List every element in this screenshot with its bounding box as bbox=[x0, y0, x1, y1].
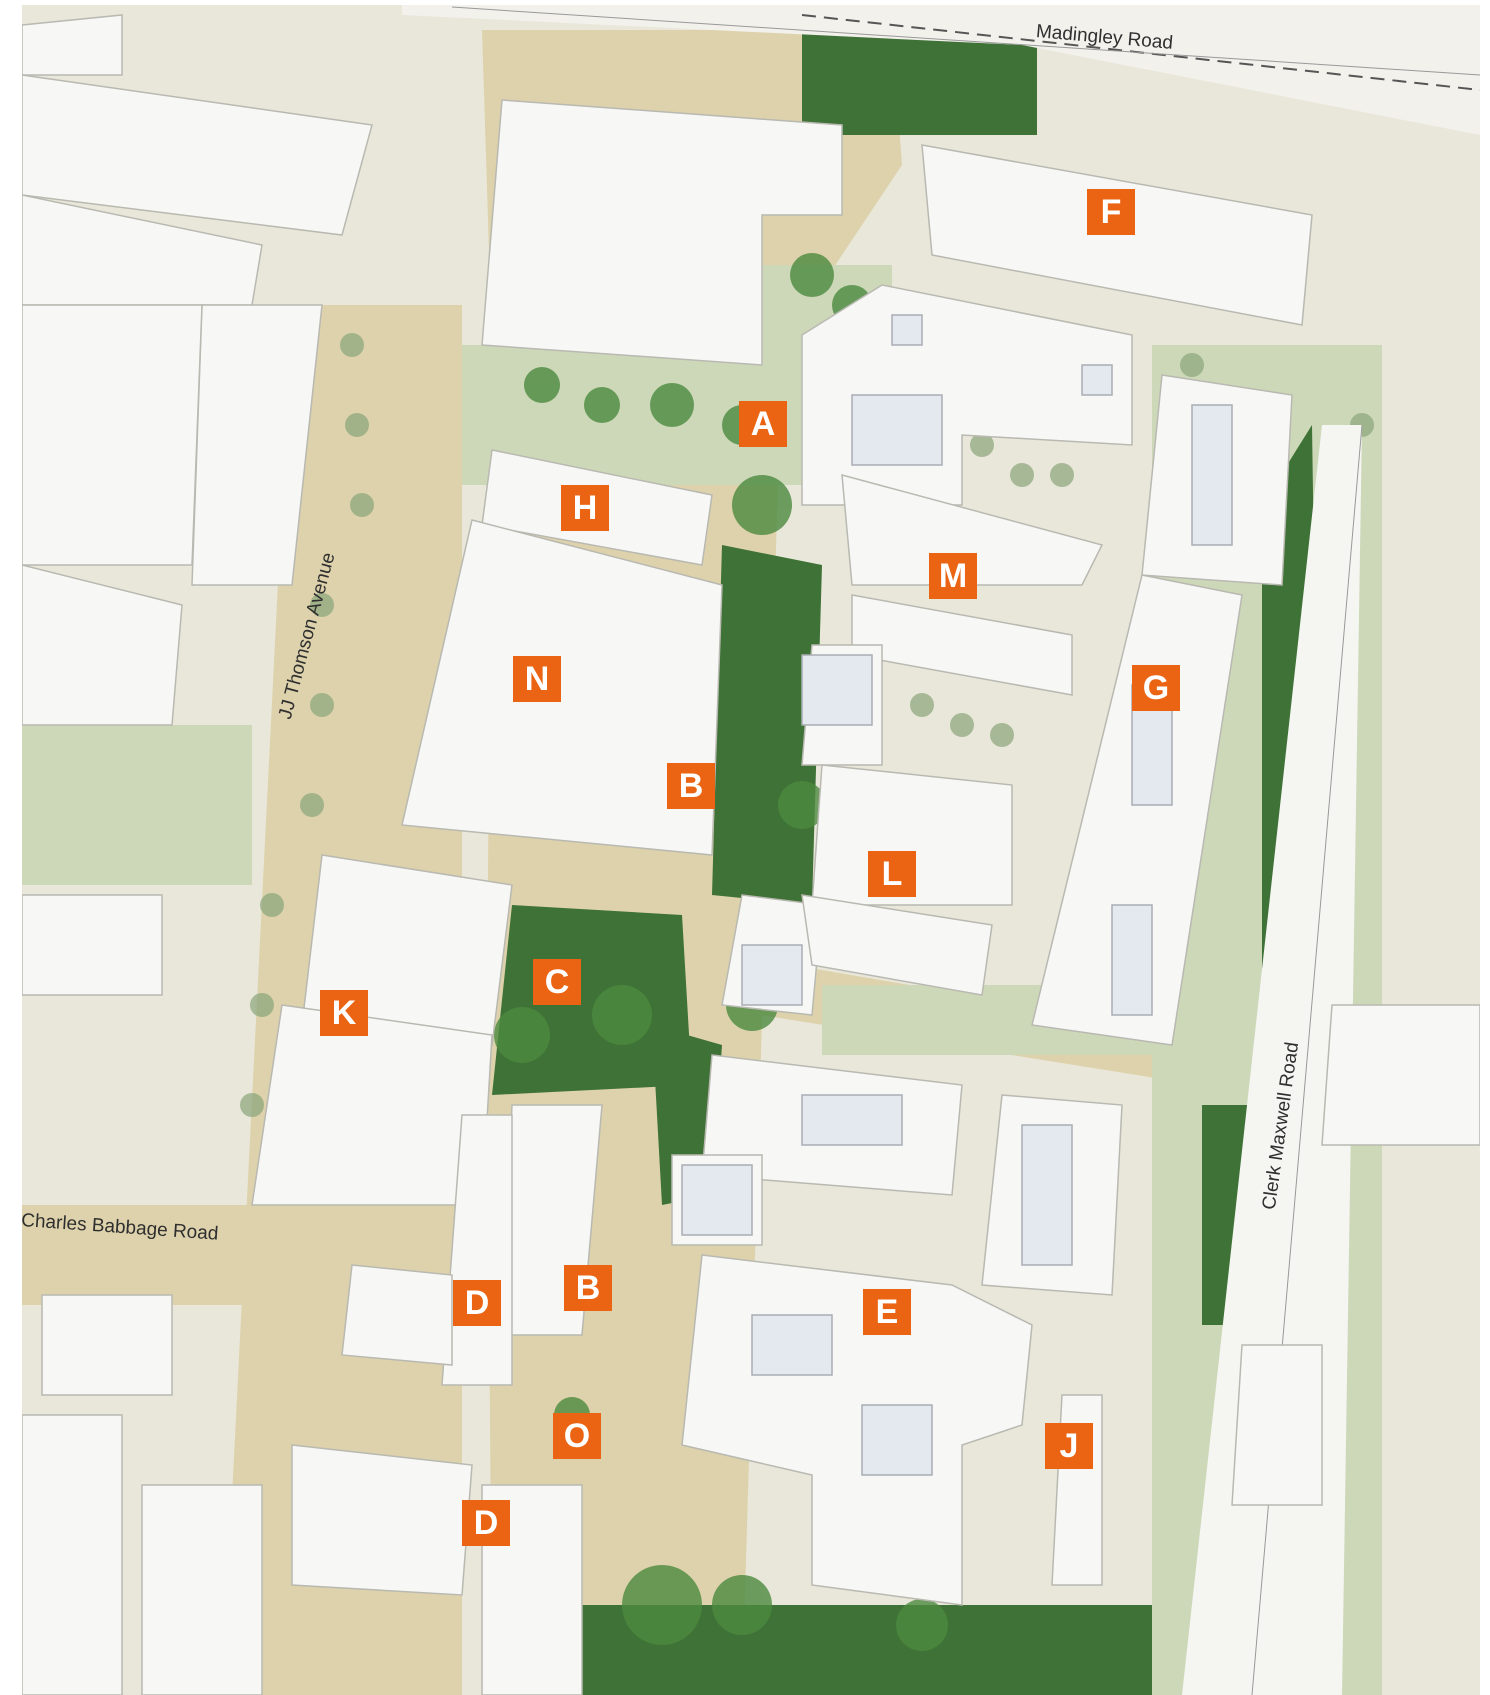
marker-m: M bbox=[929, 553, 977, 599]
marker-o: O bbox=[553, 1413, 601, 1459]
marker-d-north: D bbox=[453, 1280, 501, 1326]
marker-g: G bbox=[1132, 665, 1180, 711]
marker-h: H bbox=[561, 485, 609, 531]
site-map: Madingley Road JJ Thomson Avenue Charles… bbox=[22, 5, 1480, 1695]
marker-l: L bbox=[868, 851, 916, 897]
marker-k: K bbox=[320, 990, 368, 1036]
marker-j: J bbox=[1045, 1423, 1093, 1469]
courtyards bbox=[681, 314, 1233, 1476]
marker-c: C bbox=[533, 959, 581, 1005]
madingley-road-band bbox=[402, 5, 1480, 135]
marker-a: A bbox=[739, 401, 787, 447]
marker-n: N bbox=[513, 656, 561, 702]
marker-e: E bbox=[863, 1289, 911, 1335]
marker-d-south: D bbox=[462, 1500, 510, 1546]
marker-b-north: B bbox=[667, 763, 715, 809]
marker-b-south: B bbox=[564, 1265, 612, 1311]
site-plan-drawing bbox=[22, 5, 1480, 1695]
marker-f: F bbox=[1087, 189, 1135, 235]
